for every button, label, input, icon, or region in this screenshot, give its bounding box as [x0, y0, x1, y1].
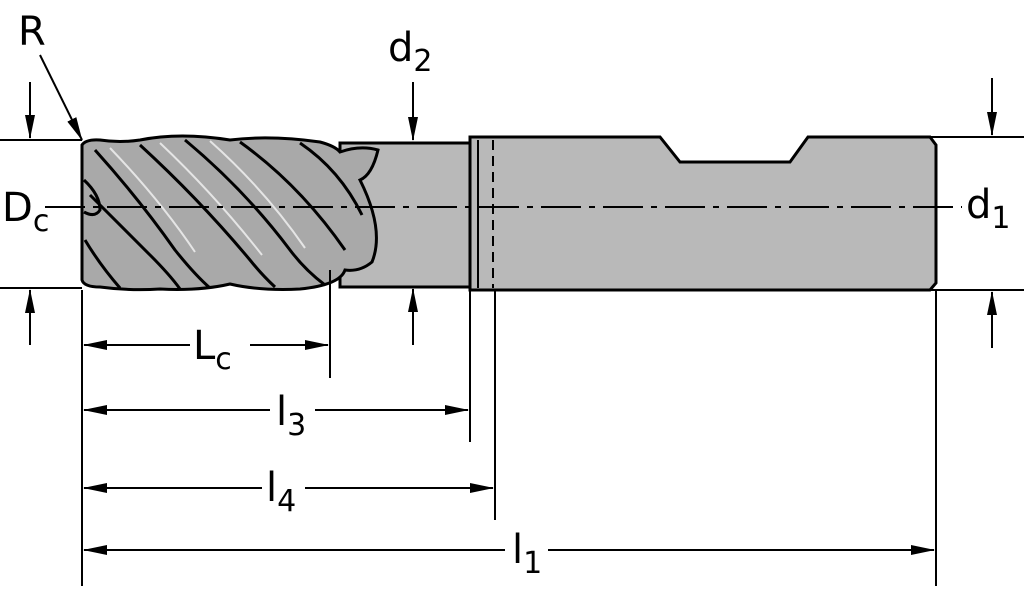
label-sub: 1 [991, 201, 1011, 236]
label-main: l [266, 465, 278, 511]
label-sub: 2 [413, 44, 433, 79]
label-main: l [512, 527, 524, 573]
flute-shading [109, 140, 306, 256]
r-leader [39, 54, 83, 141]
label-sub: 4 [277, 484, 297, 519]
label-r: R [18, 9, 46, 55]
flutes [82, 138, 364, 290]
label-main: l [276, 389, 288, 435]
cutting-head [80, 134, 380, 292]
label-l4: l4 [266, 468, 296, 517]
label-l3: l3 [276, 392, 306, 441]
label-main: d [388, 25, 414, 71]
label-sub: 1 [523, 546, 543, 581]
label-lc: Lc [193, 326, 232, 375]
label-sub: 3 [287, 408, 307, 443]
label-main: d [966, 182, 992, 228]
label-d1: d1 [966, 185, 1010, 234]
label-d2: d2 [388, 28, 432, 77]
label-l1: l1 [512, 530, 542, 579]
label-sub: c [215, 342, 232, 377]
shank [468, 135, 938, 292]
label-main: L [193, 323, 216, 369]
label-main: D [2, 185, 33, 231]
label-sub: c [32, 204, 50, 239]
label-dc: Dc [2, 188, 49, 237]
